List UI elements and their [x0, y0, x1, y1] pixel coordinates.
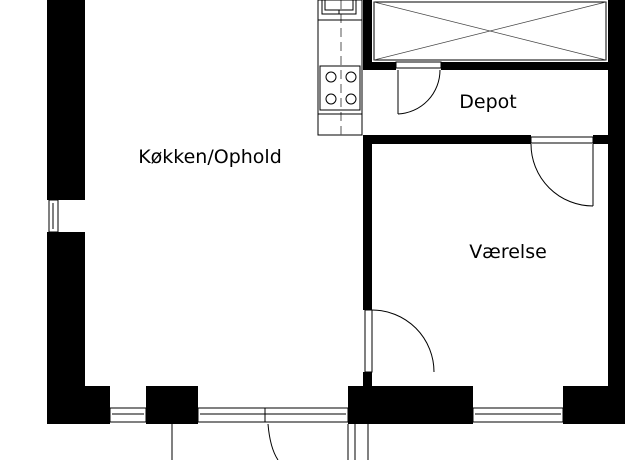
shaft-cross: [373, 1, 607, 61]
door-bedroom: [530, 135, 594, 207]
room-label-bedroom: Værelse: [469, 241, 547, 263]
stove-icon: [319, 65, 361, 111]
window-bottom-left: [109, 407, 147, 423]
interior-walls: [363, 0, 625, 392]
exterior-walls: [47, 0, 625, 424]
door-kitchen-bedroom: [363, 309, 435, 373]
window-bottom-center: [197, 407, 349, 423]
window-left: [47, 199, 85, 233]
kitchen-counter: [317, 0, 363, 136]
window-bottom-right: [472, 407, 564, 423]
door-depot: [395, 61, 442, 115]
room-label-kitchen-living: Køkken/Ophold: [138, 146, 282, 168]
entrance-lines: [171, 423, 369, 460]
room-label-storage: Depot: [459, 91, 516, 113]
